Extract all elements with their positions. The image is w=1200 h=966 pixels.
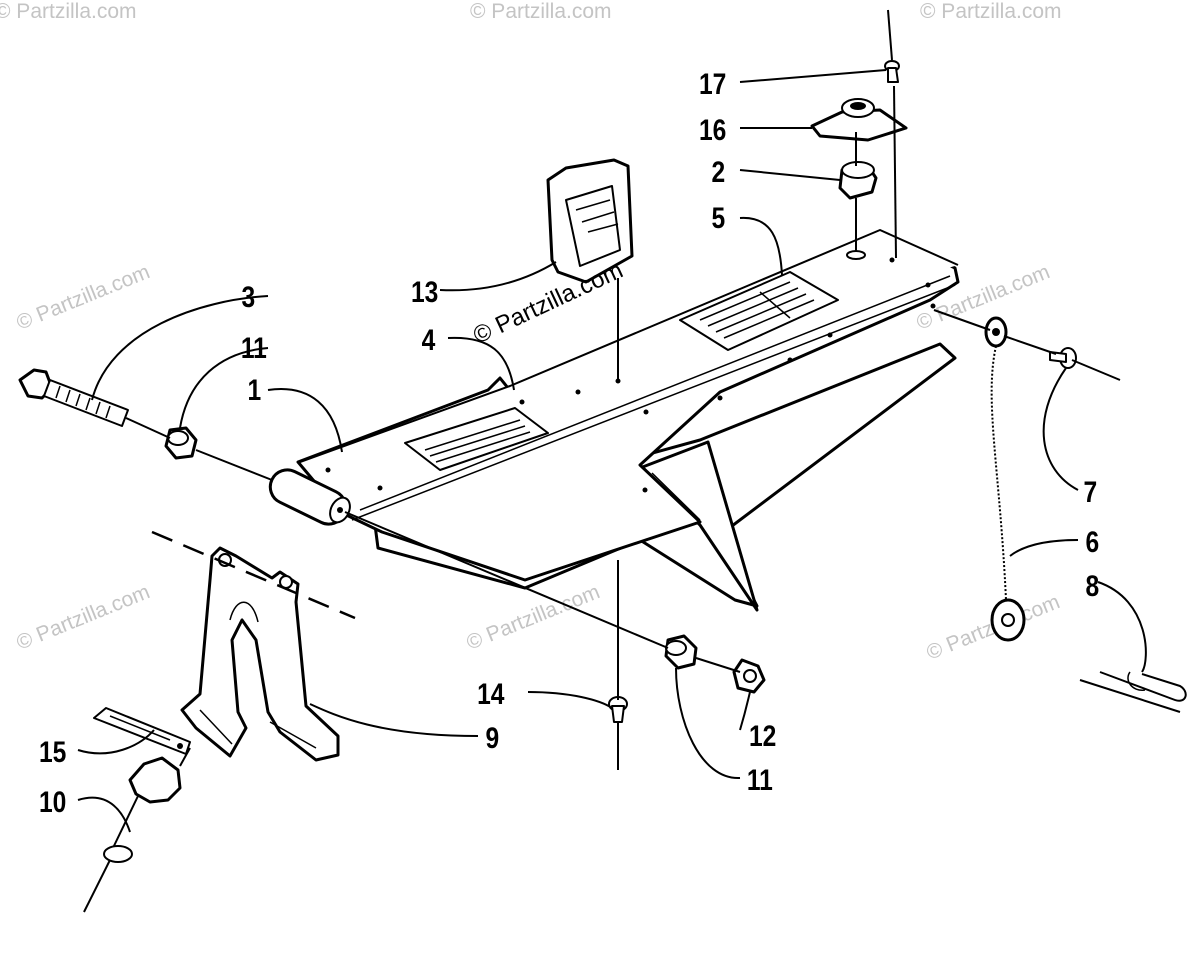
callout-7: 7 (1084, 475, 1098, 509)
callout-11-lower: 11 (747, 763, 773, 797)
pin-part (1079, 671, 1187, 713)
callout-5: 5 (712, 201, 726, 235)
callouts: 3 11 1 13 4 17 16 2 5 7 6 8 14 9 12 11 1… (39, 67, 1099, 819)
callout-2: 2 (712, 155, 726, 189)
bolt-part (18, 368, 129, 427)
callout-10: 10 (39, 785, 66, 819)
rivet-part-side (1049, 347, 1121, 381)
bracket-part (180, 546, 340, 762)
bushing-lower-part (664, 634, 698, 670)
watermark: © Partzilla.com (13, 580, 153, 654)
rivet-part-bottom (608, 696, 628, 770)
rivet-part-top (884, 9, 900, 83)
callout-1: 1 (248, 373, 262, 407)
plate-part (810, 98, 908, 142)
callout-4: 4 (422, 323, 436, 357)
callout-3: 3 (242, 280, 256, 314)
strap-part (93, 707, 191, 755)
callout-16: 16 (699, 113, 726, 147)
callout-8: 8 (1086, 569, 1100, 603)
watermark: © Partzilla.com (13, 260, 153, 334)
callout-15: 15 (39, 735, 66, 769)
callout-14: 14 (477, 677, 505, 711)
grommet-part (838, 161, 878, 200)
callout-6: 6 (1086, 525, 1100, 559)
callout-17: 17 (699, 67, 726, 101)
watermark: © Partzilla.com (920, 0, 1062, 23)
main-watermark: © Partzilla.com (469, 257, 627, 350)
nut-part (732, 658, 766, 694)
watermark: © Partzilla.com (0, 0, 137, 23)
lanyard-part (984, 316, 1026, 642)
clip-part (546, 158, 634, 284)
tray-part (268, 229, 960, 612)
callout-11-upper: 11 (241, 331, 267, 365)
knob-part (83, 756, 182, 913)
axis-line (151, 530, 356, 620)
watermark: © Partzilla.com (470, 0, 612, 23)
callout-13: 13 (411, 275, 438, 309)
leader-lines (77, 69, 1147, 833)
callout-12: 12 (749, 719, 776, 753)
assembly-lines (125, 85, 1057, 767)
bushing-part (164, 426, 198, 460)
callout-9: 9 (486, 721, 500, 755)
